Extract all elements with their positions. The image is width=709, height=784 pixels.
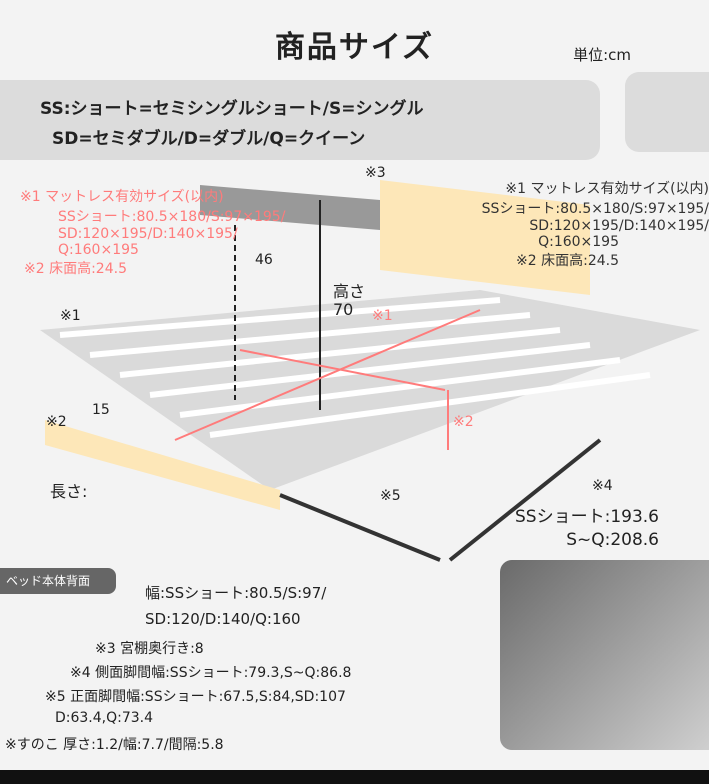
label-height-value: 70 <box>333 300 354 319</box>
label-m2-pink: ※2 <box>453 414 474 430</box>
size-legend-banner <box>0 80 600 160</box>
bed-illustration <box>40 180 700 562</box>
dimension-line-4 <box>448 438 602 562</box>
unit-label: 単位:cm <box>573 46 631 64</box>
headboard-shelf <box>200 185 380 230</box>
banner-line-2: SD=セミダブル/D=ダブル/Q=クイーン <box>52 129 366 149</box>
label-length: 長さ: <box>50 482 88 501</box>
banner-line-1: SS:ショート=セミシングルショート/S=シングル <box>40 99 424 119</box>
label-m4: ※4 <box>592 478 613 494</box>
note-5b: D:63.4,Q:73.4 <box>55 710 154 726</box>
mattress-length-line <box>239 349 446 391</box>
label-m3: ※3 <box>365 165 386 181</box>
page-title: 商品サイズ <box>274 30 435 65</box>
note-5: ※5 正面脚間幅:SSショート:67.5,S:84,SD:107 <box>45 689 346 705</box>
banner-decoration <box>625 72 709 152</box>
label-length-ss: SSショート:193.6 <box>515 507 659 527</box>
label-m1b: ※1 <box>60 308 81 324</box>
back-view-label: ベッド本体背面 <box>0 568 116 594</box>
label-46: 46 <box>255 252 273 268</box>
note-3: ※3 宮棚奥行き:8 <box>95 641 204 657</box>
note-4: ※4 側面脚間幅:SSショート:79.3,S~Q:86.8 <box>70 665 352 681</box>
bed-back-photo <box>500 560 709 750</box>
label-m1: ※1 <box>372 308 393 324</box>
note-slats: ※すのこ 厚さ:1.2/幅:7.7/間隔:5.8 <box>5 737 224 753</box>
mattress-note: ※1 マットレス有効サイズ(以内) SSショート:80.5×180/S:97×1… <box>481 181 709 269</box>
dimension-line-5 <box>279 493 441 562</box>
headboard-wood <box>380 180 590 295</box>
footer-bar <box>0 770 709 784</box>
label-height: 高さ <box>333 282 366 301</box>
width-note-1: 幅:SSショート:80.5/S:97/ <box>145 584 327 602</box>
side-rail <box>45 420 280 510</box>
mattress-width-line <box>174 309 481 441</box>
width-note-2: SD:120/D:140/Q:160 <box>145 610 301 628</box>
label-m2: ※2 <box>46 414 67 430</box>
label-15: 15 <box>92 402 110 418</box>
label-length-sq: S~Q:208.6 <box>566 530 659 550</box>
mattress-note-overlay: ※1 マットレス有効サイズ(以内) SSショート:80.5×180/S:97×1… <box>20 189 286 277</box>
label-m5: ※5 <box>380 488 401 504</box>
